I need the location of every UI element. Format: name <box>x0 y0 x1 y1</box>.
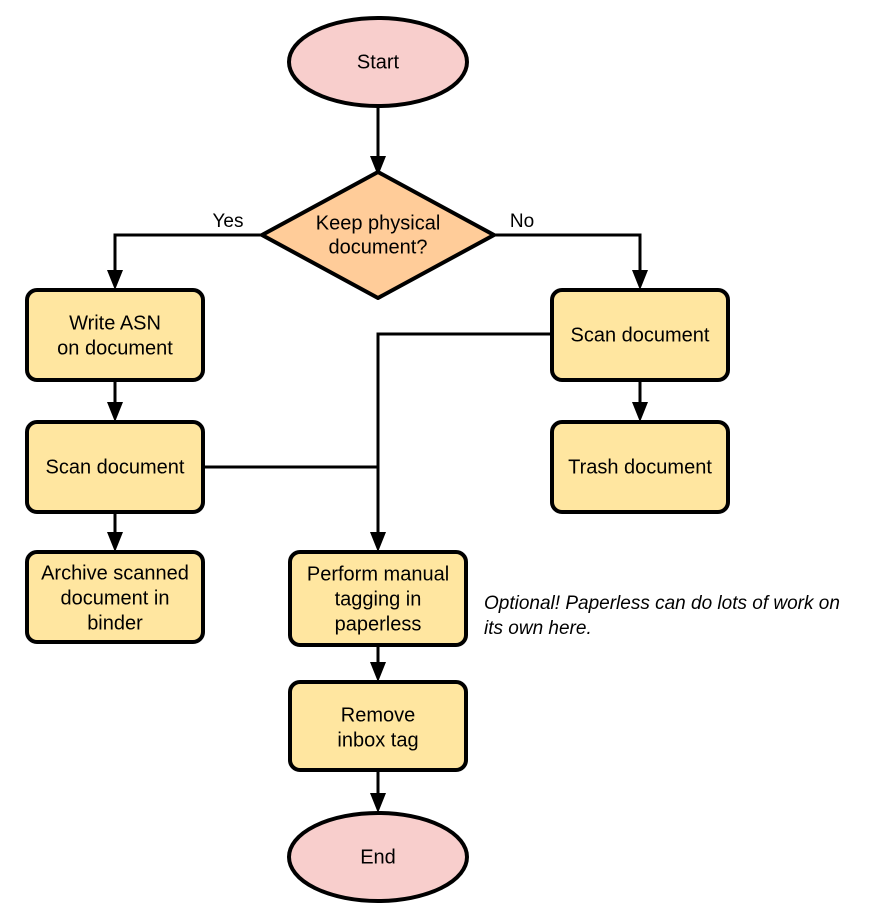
node-perform-manual-tagging[interactable]: Perform manual tagging in paperless <box>288 550 468 647</box>
edge-decision-to-write-asn <box>107 233 262 290</box>
edge-scan-left-to-archive <box>107 512 123 552</box>
node-remove-inbox-label-line1: Remove <box>341 704 415 726</box>
node-decision-label-line1: Keep physical <box>316 212 441 234</box>
edge-start-to-decision <box>370 106 386 176</box>
node-tagging-label-line3: paperless <box>335 613 422 635</box>
edge-scan-right-to-tagging <box>370 332 552 552</box>
edge-scan-right-to-trash <box>632 380 648 422</box>
edge-decision-to-scan-right <box>494 233 648 290</box>
node-archive-label-line1: Archive scanned <box>41 562 189 584</box>
node-write-asn-on-document[interactable]: Write ASN on document <box>25 288 205 382</box>
edge-remove-inbox-to-end <box>370 770 386 813</box>
node-archive-label-line3: binder <box>87 612 143 634</box>
edge-tagging-to-remove-inbox <box>370 645 386 682</box>
annotation-line2: its own here. <box>484 618 592 639</box>
node-end-label: End <box>360 846 396 868</box>
edge-write-asn-to-scan-left <box>107 380 123 422</box>
node-trash-document[interactable]: Trash document <box>550 420 730 514</box>
node-decision-keep-physical-document[interactable]: Keep physical document? <box>260 170 496 300</box>
node-start[interactable]: Start <box>287 16 469 108</box>
node-remove-inbox-label-line2: inbox tag <box>337 729 418 751</box>
node-archive-label-line2: document in <box>61 587 170 609</box>
annotation-line1: Optional! Paperless can do lots of work … <box>484 593 840 614</box>
node-start-label: Start <box>357 51 400 73</box>
node-decision-label-line2: document? <box>329 236 428 258</box>
node-tagging-label-line1: Perform manual <box>307 563 449 585</box>
node-archive-scanned-document[interactable]: Archive scanned document in binder <box>25 550 205 644</box>
node-scan-document-right-label: Scan document <box>571 324 710 346</box>
node-end[interactable]: End <box>287 811 469 903</box>
edge-label-yes: Yes <box>213 211 244 232</box>
node-scan-document-right[interactable]: Scan document <box>550 288 730 382</box>
node-write-asn-label-line2: on document <box>57 337 173 359</box>
node-trash-document-label: Trash document <box>568 456 712 478</box>
annotation-optional-note: Optional! Paperless can do lots of work … <box>484 593 840 639</box>
node-scan-document-left-label: Scan document <box>46 456 185 478</box>
node-remove-inbox-tag[interactable]: Remove inbox tag <box>288 680 468 772</box>
edge-label-no: No <box>510 211 534 232</box>
node-write-asn-label-line1: Write ASN <box>69 312 161 334</box>
node-scan-document-left[interactable]: Scan document <box>25 420 205 514</box>
node-tagging-label-line2: tagging in <box>335 588 422 610</box>
